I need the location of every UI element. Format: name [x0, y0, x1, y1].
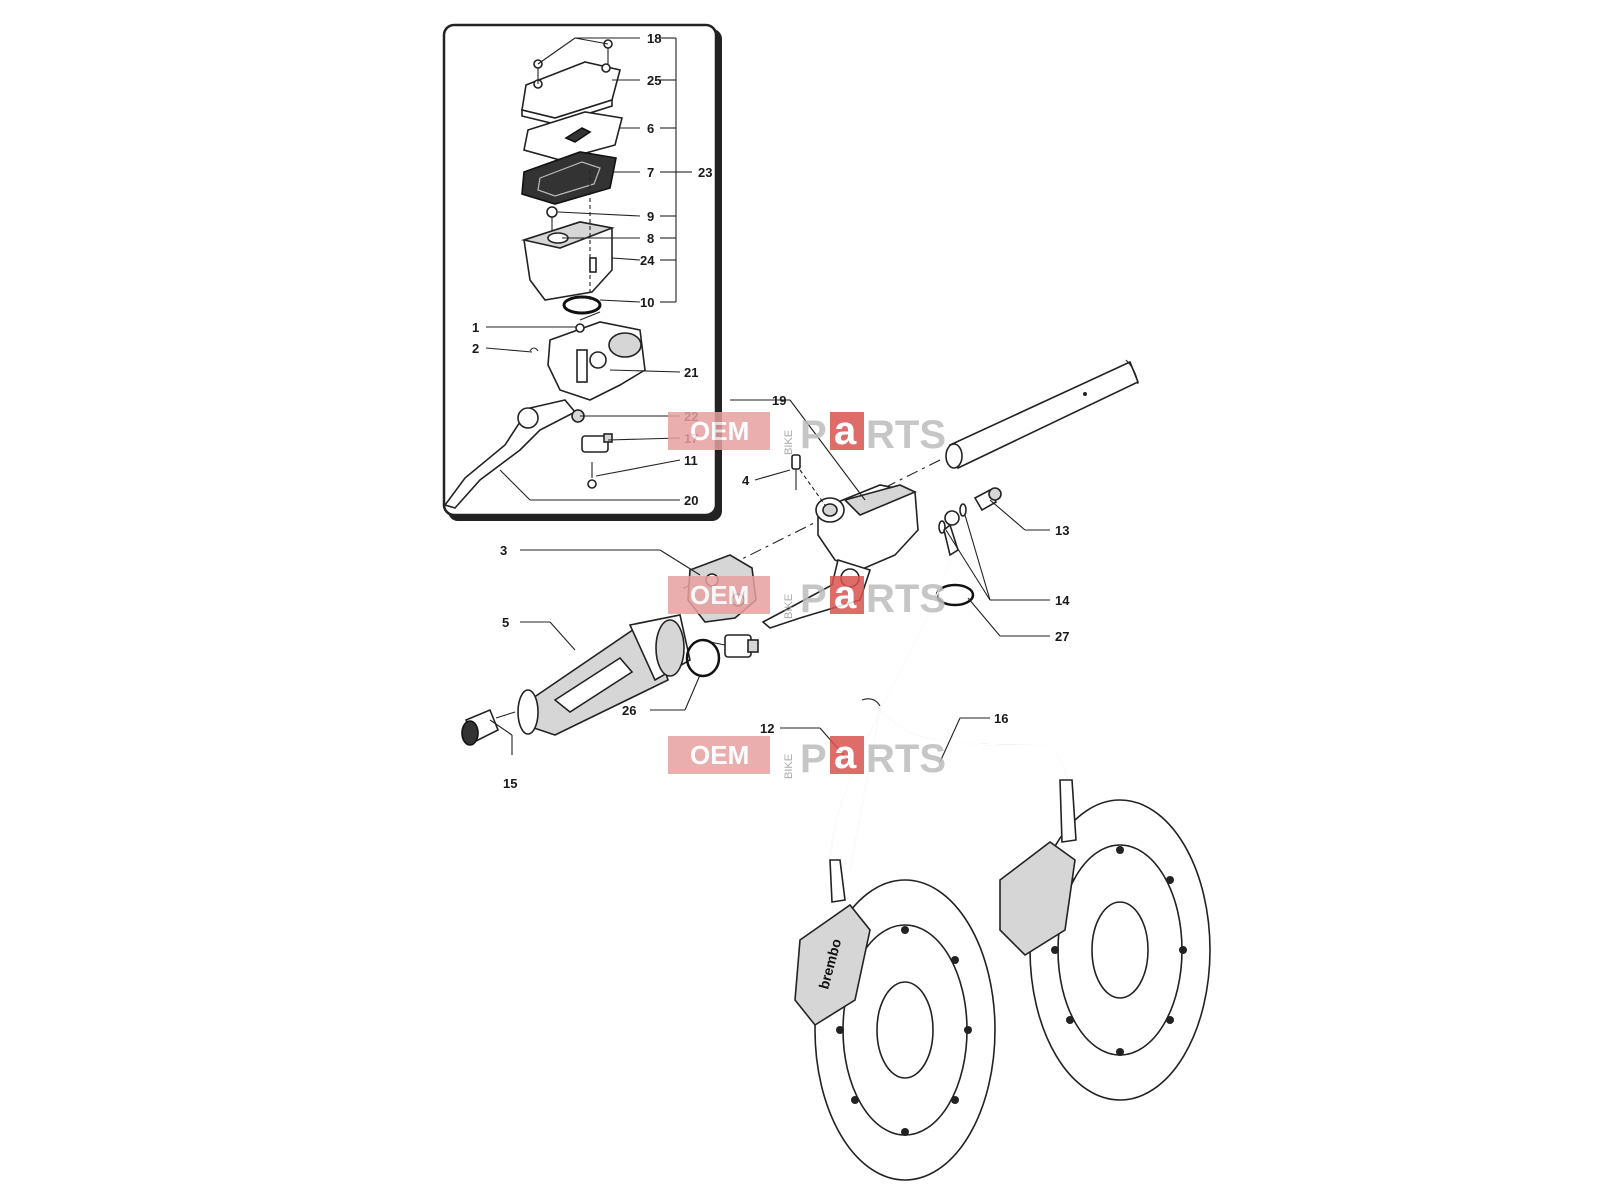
- reservoir-diaphragm: [521, 151, 617, 205]
- callout-2: 2: [472, 341, 479, 356]
- reservoir-screw: [546, 206, 558, 232]
- callout-1: 1: [472, 320, 479, 335]
- brake-disc-right: [1029, 799, 1211, 1101]
- svg-text:RTS: RTS: [866, 413, 946, 457]
- brake-caliper-left: brembo: [794, 859, 871, 1027]
- svg-text:RTS: RTS: [866, 737, 946, 781]
- svg-text:a: a: [834, 409, 857, 453]
- brake-hoses: [829, 559, 1071, 871]
- callout-26: 26: [622, 703, 636, 718]
- svg-text:OEM: OEM: [690, 740, 749, 770]
- banjo-fitting: [943, 510, 960, 557]
- handlebar-grip: [517, 614, 691, 736]
- reservoir-o-ring: [562, 295, 602, 315]
- watermark-top: OEM BIKE P a RTS: [668, 409, 946, 457]
- svg-text:RTS: RTS: [866, 577, 946, 621]
- callout-8: 8: [647, 231, 654, 246]
- callout-4: 4: [742, 473, 750, 488]
- reservoir-cap: [521, 61, 621, 125]
- callout-18: 18: [647, 31, 661, 46]
- watermark-middle: OEM BIKE P a RTS: [668, 573, 946, 621]
- svg-text:a: a: [834, 733, 857, 777]
- bar-end-weight: [461, 708, 516, 746]
- switch-connector: [699, 634, 759, 658]
- svg-text:BIKE: BIKE: [783, 594, 795, 619]
- svg-text:OEM: OEM: [690, 416, 749, 446]
- callout-12: 12: [760, 721, 774, 736]
- callout-6: 6: [647, 121, 654, 136]
- callout-11: 11: [684, 453, 698, 468]
- circlip: [529, 347, 539, 352]
- svg-text:P: P: [800, 737, 827, 781]
- callout-24: 24: [640, 253, 655, 268]
- callout-27: 27: [1055, 629, 1069, 644]
- svg-text:BIKE: BIKE: [783, 430, 795, 455]
- callout-10: 10: [640, 295, 654, 310]
- callout-13: 13: [1055, 523, 1069, 538]
- svg-text:a: a: [834, 573, 857, 617]
- switch-screw: [587, 462, 597, 489]
- callout-15: 15: [503, 776, 517, 791]
- callout-21: 21: [684, 365, 698, 380]
- callout-3: 3: [500, 543, 507, 558]
- reservoir-plate: [523, 111, 623, 161]
- callout-14: 14: [1055, 593, 1070, 608]
- brake-caliper-right: [999, 779, 1077, 957]
- callout-25: 25: [647, 73, 661, 88]
- sealing-washer-a: [959, 503, 967, 517]
- callout-23: 23: [698, 165, 712, 180]
- master-cylinder-body: [547, 311, 646, 401]
- banjo-bolt: [973, 487, 1002, 512]
- watermark-bottom: OEM BIKE P a RTS: [668, 733, 946, 781]
- inset-brake-lever: [443, 399, 577, 509]
- svg-text:OEM: OEM: [690, 580, 749, 610]
- mounting-bolt: [791, 454, 826, 506]
- pivot-pin: [575, 323, 585, 333]
- grip-o-ring: [685, 638, 721, 678]
- callout-7: 7: [647, 165, 654, 180]
- svg-text:P: P: [800, 413, 827, 457]
- callout-5: 5: [502, 615, 509, 630]
- svg-text:BIKE: BIKE: [783, 754, 795, 779]
- callout-20: 20: [684, 493, 698, 508]
- callout-16: 16: [994, 711, 1008, 726]
- callout-9: 9: [647, 209, 654, 224]
- svg-text:P: P: [800, 577, 827, 621]
- callout-19: 19: [772, 393, 786, 408]
- brake-light-switch: [581, 433, 613, 453]
